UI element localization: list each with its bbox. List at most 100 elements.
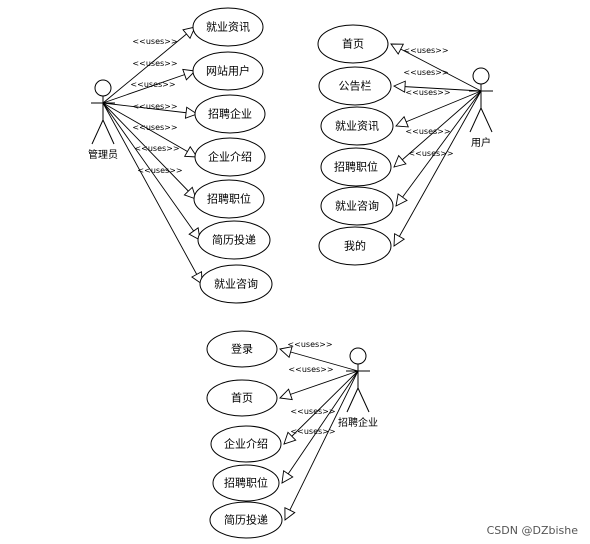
association-line — [283, 370, 359, 445]
association-line — [395, 90, 482, 127]
use-case-label: 公告栏 — [339, 79, 372, 93]
association-line — [281, 370, 359, 484]
association — [395, 90, 482, 128]
arrow-head — [392, 80, 406, 93]
arrow-head — [395, 115, 409, 128]
association — [279, 370, 359, 401]
use-case: 就业咨询 — [199, 264, 273, 304]
actor-0: 管理员 — [88, 79, 118, 161]
association — [102, 102, 201, 241]
association — [392, 80, 482, 93]
actor-2: 招聘企业 — [338, 347, 378, 429]
arrow-head — [393, 154, 407, 168]
association-lines-layer — [102, 26, 482, 521]
use-case-label: 简历投递 — [224, 513, 268, 527]
actor-name: 管理员 — [88, 148, 118, 161]
use-case-label: 就业咨询 — [335, 199, 379, 213]
actor-head — [472, 67, 490, 85]
use-case-ellipse — [192, 51, 264, 91]
use-case-label: 就业资讯 — [206, 20, 250, 34]
stick-figure-icon — [91, 79, 115, 145]
actor-left-leg — [346, 387, 359, 413]
actor-right-leg — [480, 107, 493, 133]
use-case-ellipse — [317, 24, 389, 64]
uses-stereotype-label: <<uses>> — [134, 144, 179, 153]
association-line — [393, 90, 482, 247]
use-case: 网站用户 — [192, 51, 264, 91]
arrow-head — [393, 232, 406, 247]
uses-stereotype-label: <<uses>> — [403, 46, 448, 55]
use-case: 招聘职位 — [193, 179, 265, 219]
arrow-head — [183, 186, 197, 200]
use-case: 招聘职位 — [320, 147, 392, 187]
use-case: 登录 — [206, 330, 278, 368]
uses-stereotype-label: <<uses>> — [137, 166, 182, 175]
use-case-ellipse — [212, 464, 280, 502]
association-line — [102, 102, 201, 241]
use-case: 招聘企业 — [194, 94, 266, 134]
association — [279, 346, 359, 372]
actor-head — [349, 347, 367, 365]
uses-stereotype-label: <<uses>> — [405, 127, 450, 136]
use-case: 企业介绍 — [210, 425, 282, 463]
use-case-label: 首页 — [231, 391, 253, 405]
use-case-label: 招聘企业 — [208, 107, 252, 121]
use-case: 首页 — [206, 379, 278, 417]
arrow-head — [283, 431, 297, 445]
arrow-head — [182, 26, 196, 40]
association-line — [102, 102, 197, 200]
actor-left-leg — [91, 119, 104, 145]
arrow-head — [279, 346, 293, 359]
association — [284, 370, 359, 521]
uses-stereotype-label: <<uses>> — [287, 340, 332, 349]
use-case-label: 登录 — [231, 342, 253, 356]
association-line — [102, 102, 198, 158]
actor-right-leg — [357, 387, 370, 413]
use-case-ellipse — [192, 7, 264, 47]
use-case-ellipse — [193, 179, 265, 219]
arrow-head — [184, 106, 198, 119]
use-case: 就业咨询 — [320, 186, 394, 226]
use-case: 招聘职位 — [212, 464, 280, 502]
association-line — [102, 102, 198, 115]
use-case-label: 招聘职位 — [207, 192, 251, 206]
actor-head — [94, 79, 112, 97]
uses-stereotype-label: <<uses>> — [132, 59, 177, 68]
arrow-head — [183, 145, 198, 158]
uses-stereotype-label: <<uses>> — [132, 37, 177, 46]
actor-1: 用户 — [469, 67, 493, 149]
use-case-ellipse — [318, 226, 392, 266]
actor-left-leg — [469, 107, 482, 133]
association — [283, 370, 359, 445]
arrow-head — [395, 193, 408, 207]
association — [102, 102, 197, 200]
use-case-ellipse — [318, 66, 392, 106]
association — [390, 43, 482, 92]
use-case-ellipse — [210, 425, 282, 463]
association-line — [279, 370, 359, 399]
use-case-ellipse — [209, 501, 283, 539]
uses-stereotype-label: <<uses>> — [130, 80, 175, 89]
association-line — [279, 348, 359, 372]
association-line — [102, 26, 196, 104]
use-case-label: 企业介绍 — [224, 437, 268, 451]
use-case-ellipse — [206, 330, 278, 368]
association-line — [102, 70, 196, 104]
use-case-label: 网站用户 — [206, 64, 250, 78]
arrow-head — [390, 43, 405, 55]
use-case-ellipse — [320, 186, 394, 226]
arrow-head — [284, 506, 296, 521]
stick-figure-icon — [346, 347, 370, 413]
watermark: CSDN @DZbishe — [487, 524, 579, 537]
association — [102, 26, 196, 104]
association — [281, 370, 359, 484]
use-case-label: 就业资讯 — [335, 119, 379, 133]
uses-stereotype-label: <<uses>> — [132, 123, 177, 132]
use-case: 首页 — [317, 24, 389, 64]
use-case: 我的 — [318, 226, 392, 266]
uses-stereotype-label: <<uses>> — [403, 68, 448, 77]
uses-stereotype-label: <<uses>> — [132, 102, 177, 111]
association-line — [393, 85, 482, 92]
use-case: 简历投递 — [197, 220, 271, 260]
association — [393, 90, 482, 247]
